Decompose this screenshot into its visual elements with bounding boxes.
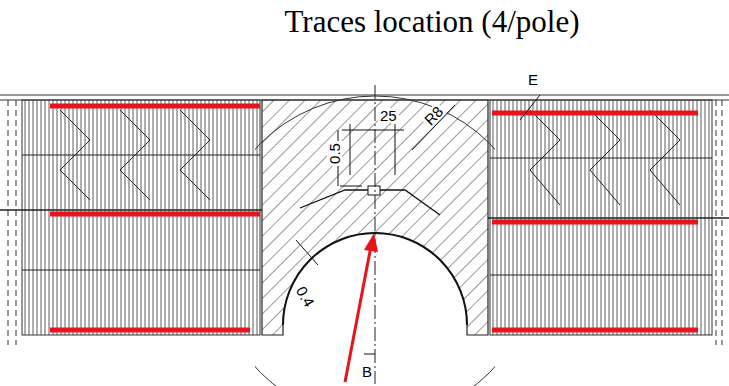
dimension-lines bbox=[296, 105, 455, 354]
dimension-label: E bbox=[528, 72, 538, 87]
coil-split bbox=[488, 217, 729, 219]
dimension-label: B bbox=[362, 364, 372, 379]
coil-line bbox=[490, 275, 712, 276]
coil-line bbox=[22, 270, 260, 271]
trace-marker bbox=[50, 106, 698, 330]
notch bbox=[368, 186, 380, 195]
coil bbox=[22, 100, 260, 335]
coil-split bbox=[0, 209, 262, 211]
pointer-arrow bbox=[345, 246, 371, 382]
dashed-edge bbox=[716, 100, 722, 345]
title: Traces location (4/pole) bbox=[285, 6, 580, 37]
dashed-edge bbox=[8, 100, 16, 345]
arrow-head bbox=[364, 233, 378, 252]
chevron-hatch bbox=[490, 110, 712, 205]
chevron-hatch bbox=[22, 110, 260, 200]
dimension-label: 25 bbox=[378, 108, 399, 123]
leader-line bbox=[520, 95, 540, 120]
dimension-label: 0.5 bbox=[327, 141, 342, 166]
outline bbox=[0, 94, 729, 95]
